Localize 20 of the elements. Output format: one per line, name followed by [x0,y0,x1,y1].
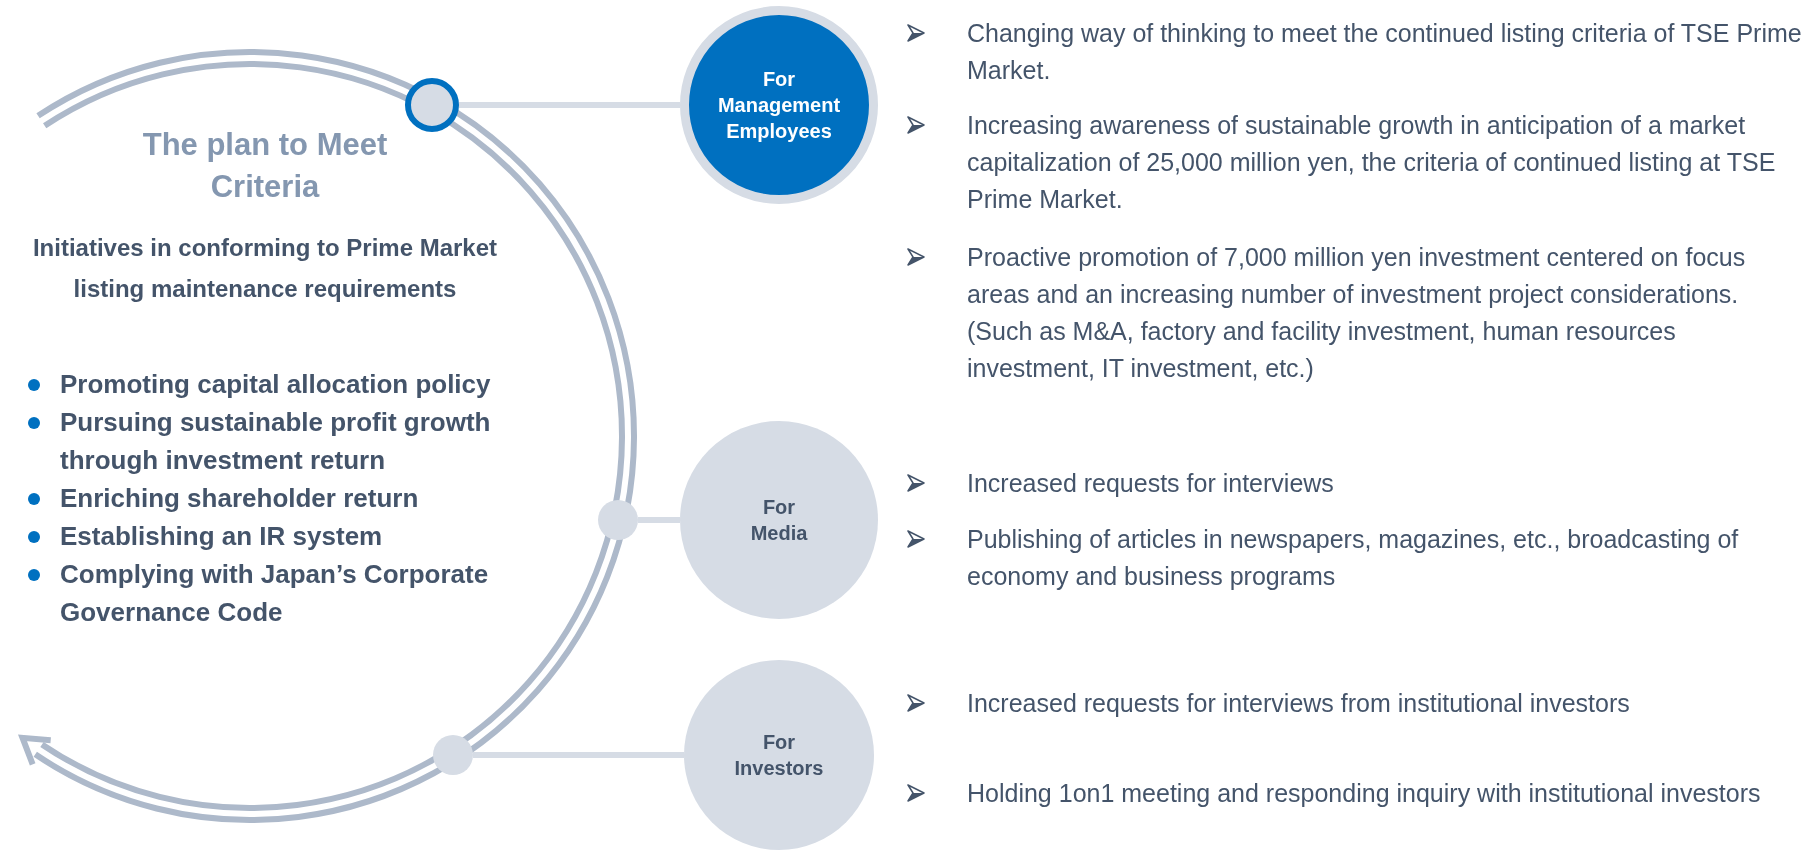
bullet-text: Proactive promotion of 7,000 million yen investment centered on focus areas and an increasing number of investment project considerations. (Such as M&A, factory and facility investment, human resources investment, IT investment, etc.) [967,242,1747,384]
circle-label: For Media [749,495,809,546]
bullet-text: Changing way of thinking to meet the continued listing criteria of TSE Prime Market. [967,18,1803,86]
list-item-text: Pursuing sustainable profit growth through investment return [60,406,492,477]
circle-label: For Management Employees [716,67,842,144]
bullet-text: Holding 1on1 meeting and responding inquiry with institutional investors [967,778,1762,809]
bullet-text: Increased requests for interviews [967,468,1335,499]
list-item-text: Enriching shareholder return [60,482,420,515]
subtitle-text: Initiatives in conforming to Prime Market listing maintenance requirements [31,233,499,304]
bullet-text: Increased requests for interviews from institutional investors [967,688,1631,719]
bullet-text: Publishing of articles in newspapers, magazines, etc., broadcasting of economy and business programs [967,524,1740,592]
list-item-text: Complying with Japan’s Corporate Governance Code [60,558,490,629]
circle-label: For Investors [733,730,825,781]
bullet-text: Increasing awareness of sustainable growth in anticipation of a market capitalization of 25,000 million yen, the criteria of continued listing at TSE Prime Market. [967,110,1777,215]
list-item-text: Promoting capital allocation policy [60,368,492,401]
section-title: The plan to Meet Criteria [141,126,389,206]
connector-line [638,517,680,523]
connector-line [459,102,680,108]
connector-line [473,752,684,758]
list-item-text: Establishing an IR system [60,520,384,553]
